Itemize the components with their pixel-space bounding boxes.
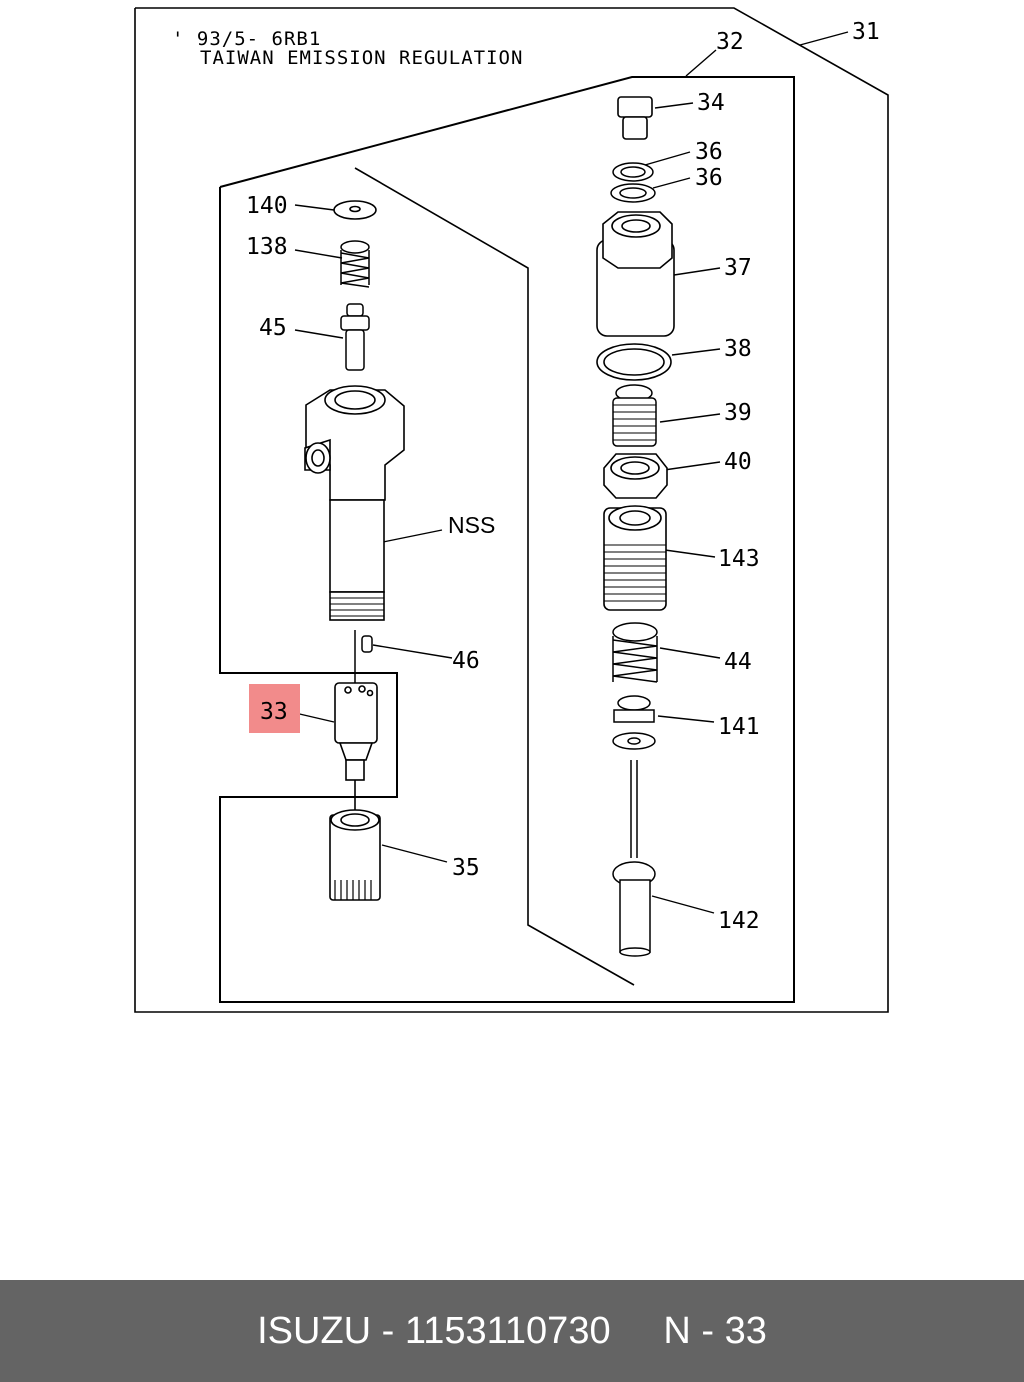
spring-44 xyxy=(612,622,658,683)
gasket-36b xyxy=(610,183,656,203)
label-44: 44 xyxy=(724,649,752,675)
pin-46 xyxy=(354,630,373,690)
sleeve-143 xyxy=(603,505,667,611)
spring-138 xyxy=(340,240,370,288)
washer-140 xyxy=(333,200,377,220)
label-46: 46 xyxy=(452,648,480,674)
label-39: 39 xyxy=(724,400,752,426)
gasket-36a xyxy=(612,162,654,182)
frame-32 xyxy=(219,76,795,1003)
threaded-piece-39 xyxy=(612,384,657,447)
footer-ref: N - 33 xyxy=(663,1309,767,1352)
label-32: 32 xyxy=(716,29,744,55)
holder-37 xyxy=(596,211,675,337)
label-40: 40 xyxy=(724,449,752,475)
header-line2: TAIWAN EMISSION REGULATION xyxy=(200,47,523,69)
label-nss: NSS xyxy=(448,512,495,538)
footer-part-number: 1153110730 xyxy=(404,1309,611,1352)
o-ring-38 xyxy=(596,343,672,381)
label-141: 141 xyxy=(718,714,760,740)
header-line1: ' 93/5- 6RB1 xyxy=(172,28,321,50)
injector-body-nss xyxy=(304,385,405,621)
parts-diagram: ' 93/5- 6RB1 TAIWAN EMISSION REGULATION … xyxy=(134,7,889,1013)
fold-line xyxy=(354,167,635,986)
label-33: 33 xyxy=(260,699,288,725)
label-138: 138 xyxy=(246,234,288,260)
push-rod-45 xyxy=(340,303,370,371)
rod-142 xyxy=(612,760,656,957)
label-45: 45 xyxy=(259,315,287,341)
label-38: 38 xyxy=(724,336,752,362)
retaining-nut-35 xyxy=(329,809,381,901)
nozzle-33 xyxy=(334,682,378,815)
label-37: 37 xyxy=(724,255,752,281)
footer-brand: ISUZU xyxy=(257,1309,372,1352)
label-36b: 36 xyxy=(695,165,723,191)
label-36a: 36 xyxy=(695,139,723,165)
footer-separator: - xyxy=(371,1309,405,1352)
highlight-33 xyxy=(249,684,300,733)
label-34: 34 xyxy=(697,90,725,116)
label-140: 140 xyxy=(246,193,288,219)
seat-141 xyxy=(612,695,656,750)
label-142: 142 xyxy=(718,908,760,934)
bolt-34 xyxy=(617,96,653,140)
nut-40 xyxy=(603,453,668,499)
part-footer-bar: ISUZU - 1153110730 N - 33 xyxy=(0,1280,1024,1382)
label-31: 31 xyxy=(852,19,880,45)
outer-frame xyxy=(134,7,889,1013)
footer-spacer xyxy=(611,1310,664,1353)
label-35: 35 xyxy=(452,855,480,881)
label-143: 143 xyxy=(718,546,760,572)
